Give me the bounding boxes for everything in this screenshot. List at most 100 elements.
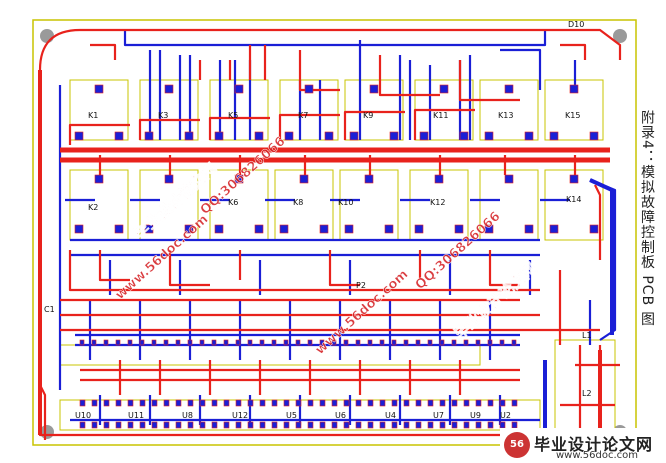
pad xyxy=(254,224,264,234)
pad xyxy=(175,421,182,429)
pad xyxy=(299,174,309,184)
pad xyxy=(343,339,349,346)
pad xyxy=(163,421,170,429)
bottom-trace xyxy=(500,48,542,90)
pad xyxy=(487,399,494,407)
pad xyxy=(391,399,398,407)
top-trace xyxy=(168,250,210,287)
pad xyxy=(94,174,104,184)
component-label: L2 xyxy=(582,389,592,398)
pad xyxy=(187,421,194,429)
pad xyxy=(459,131,469,141)
pad xyxy=(484,224,494,234)
pad xyxy=(384,224,394,234)
logo-site: www.56doc.com xyxy=(556,450,639,461)
top-trace xyxy=(298,50,340,92)
pad xyxy=(403,399,410,407)
pad xyxy=(451,339,457,346)
mounting-hole xyxy=(613,29,627,43)
pad xyxy=(439,339,445,346)
relay-label: K15 xyxy=(565,111,580,120)
pad xyxy=(414,224,424,234)
pad xyxy=(403,421,410,429)
pad xyxy=(364,174,374,184)
ic-label: U12 xyxy=(232,411,248,420)
pad xyxy=(79,339,85,346)
pad xyxy=(331,399,338,407)
pad xyxy=(115,399,122,407)
pad xyxy=(367,421,374,429)
pad xyxy=(304,84,314,94)
logo-name: 毕业设计论文网 xyxy=(534,435,654,454)
pad xyxy=(367,339,373,346)
pad xyxy=(434,174,444,184)
pad xyxy=(415,339,421,346)
ic-label: U8 xyxy=(182,411,193,420)
pad xyxy=(549,131,559,141)
pad xyxy=(211,421,218,429)
pad xyxy=(199,339,205,346)
component-label: P2 xyxy=(356,281,366,290)
pad xyxy=(511,399,518,407)
pad xyxy=(103,421,110,429)
pad xyxy=(199,421,206,429)
pad xyxy=(454,224,464,234)
pad xyxy=(214,131,224,141)
pad xyxy=(103,399,110,407)
pad xyxy=(214,224,224,234)
pad xyxy=(271,421,278,429)
top-trace xyxy=(413,108,475,140)
pad xyxy=(115,339,121,346)
pad xyxy=(283,421,290,429)
pad xyxy=(343,399,350,407)
pad xyxy=(499,399,506,407)
pad xyxy=(235,339,241,346)
pad xyxy=(504,174,514,184)
pad xyxy=(504,84,514,94)
pad xyxy=(343,421,350,429)
pad xyxy=(91,421,98,429)
pad xyxy=(259,339,265,346)
pad xyxy=(74,224,84,234)
pad xyxy=(439,421,446,429)
relay-label: K3 xyxy=(158,111,168,120)
pad xyxy=(475,421,482,429)
pad xyxy=(389,131,399,141)
pad xyxy=(487,421,494,429)
pad xyxy=(151,339,157,346)
pad xyxy=(427,339,433,346)
top-trace xyxy=(488,250,520,287)
relay-label: K1 xyxy=(88,111,98,120)
pad xyxy=(127,399,134,407)
pad xyxy=(379,399,386,407)
pad xyxy=(439,84,449,94)
pad xyxy=(115,421,122,429)
pad xyxy=(127,421,134,429)
pad xyxy=(307,339,313,346)
pad xyxy=(475,399,482,407)
relay-label: K7 xyxy=(298,111,308,120)
ic-label: U11 xyxy=(128,411,144,420)
ic-label: U5 xyxy=(286,411,297,420)
pad xyxy=(379,421,386,429)
pad xyxy=(79,421,86,429)
pad xyxy=(259,399,266,407)
top-trace xyxy=(328,250,360,287)
diode-label: D10 xyxy=(568,20,584,29)
pad xyxy=(184,131,194,141)
top-trace xyxy=(343,110,405,140)
pad xyxy=(344,224,354,234)
pad xyxy=(271,399,278,407)
pad xyxy=(151,399,158,407)
pad xyxy=(415,421,422,429)
pad xyxy=(524,224,534,234)
pad xyxy=(415,399,422,407)
pad xyxy=(319,421,326,429)
pad xyxy=(187,339,193,346)
pad xyxy=(175,399,182,407)
pad xyxy=(223,339,229,346)
pad xyxy=(144,224,154,234)
pad xyxy=(324,131,334,141)
pad xyxy=(355,339,361,346)
